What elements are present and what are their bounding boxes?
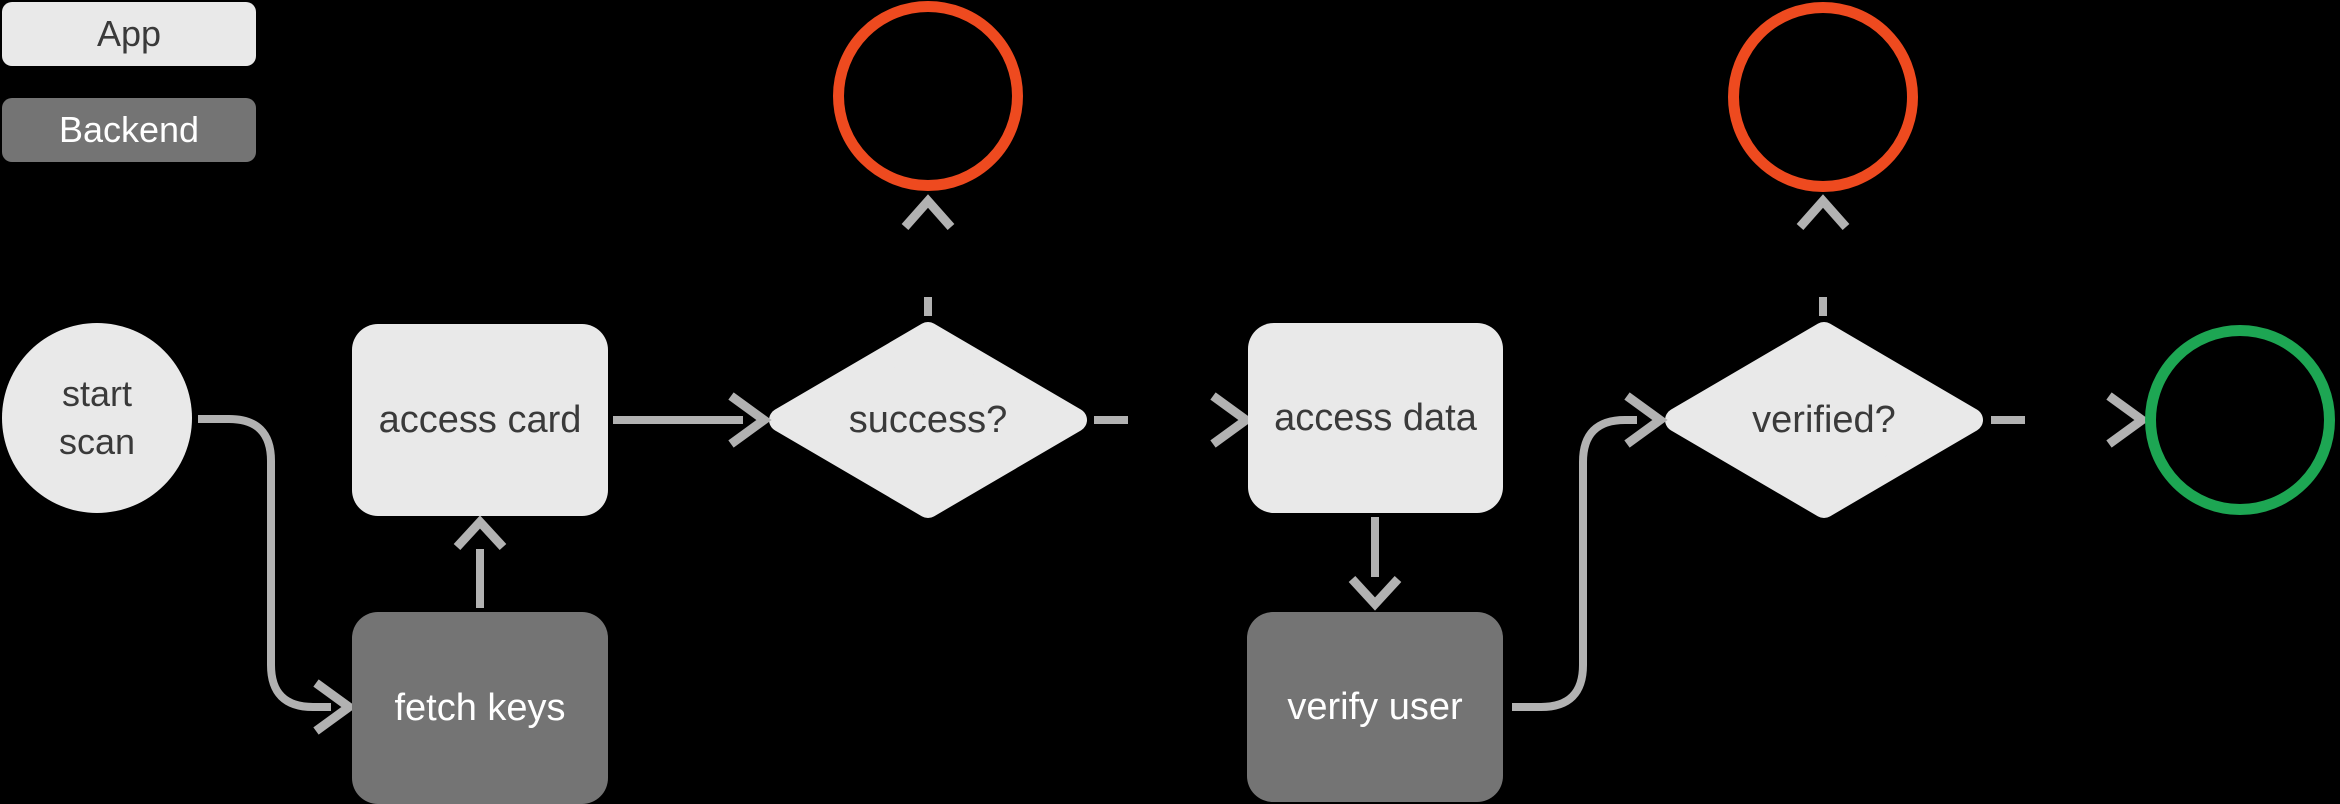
arrowhead-right-icon <box>728 392 772 448</box>
arrowhead-right-icon <box>2106 392 2150 448</box>
node-label: start scan <box>58 373 136 462</box>
node-verify-user: verify user <box>1247 612 1503 802</box>
edge-fetch-keys-to-access-card <box>453 515 507 608</box>
legend-item-app: App <box>2 2 256 66</box>
edge-verify-user-to-verified <box>1512 392 1668 711</box>
node-success-label: success? <box>848 398 1008 441</box>
end-success-circle <box>2145 325 2335 515</box>
edge-access-data-to-verify-user <box>1348 517 1402 611</box>
node-access-card: access card <box>352 324 608 516</box>
end-error-circle-1 <box>833 1 1023 191</box>
arrowhead-right-icon <box>1624 392 1668 448</box>
arrowhead-right-icon <box>1210 392 1254 448</box>
node-fetch-keys: fetch keys <box>352 612 608 804</box>
node-start-scan: start scan <box>2 323 192 513</box>
arrowhead-down-icon <box>1348 575 1402 611</box>
edge-success-to-access-data <box>1094 392 1254 448</box>
edge-access-card-to-success <box>613 392 772 448</box>
edge-line <box>1512 416 1637 711</box>
node-label: fetch keys <box>394 686 566 729</box>
end-error-circle-2 <box>1728 2 1918 192</box>
edge-line <box>198 415 331 711</box>
arrowhead-up-icon <box>453 515 507 551</box>
arrowhead-up-icon <box>901 194 955 230</box>
arrowhead-up-icon <box>1796 194 1850 230</box>
legend-item-backend: Backend <box>2 98 256 162</box>
node-verified-label: verified? <box>1752 398 1896 441</box>
edge-verified-to-success-end <box>1991 392 2150 448</box>
decision-diamond-verified <box>1665 322 1983 518</box>
legend-label: Backend <box>58 109 200 150</box>
node-label: verify user <box>1287 685 1463 728</box>
node-label: access card <box>378 398 582 441</box>
node-access-data: access data <box>1248 323 1503 513</box>
legend-label: App <box>96 13 162 54</box>
node-label: access data <box>1274 396 1477 439</box>
decision-diamond-success <box>769 322 1087 518</box>
edge-success-to-error-end <box>901 194 955 316</box>
edge-start-scan-to-fetch-keys <box>198 415 357 735</box>
edge-verified-to-error-end <box>1796 194 1850 316</box>
arrowhead-right-icon <box>313 679 357 735</box>
